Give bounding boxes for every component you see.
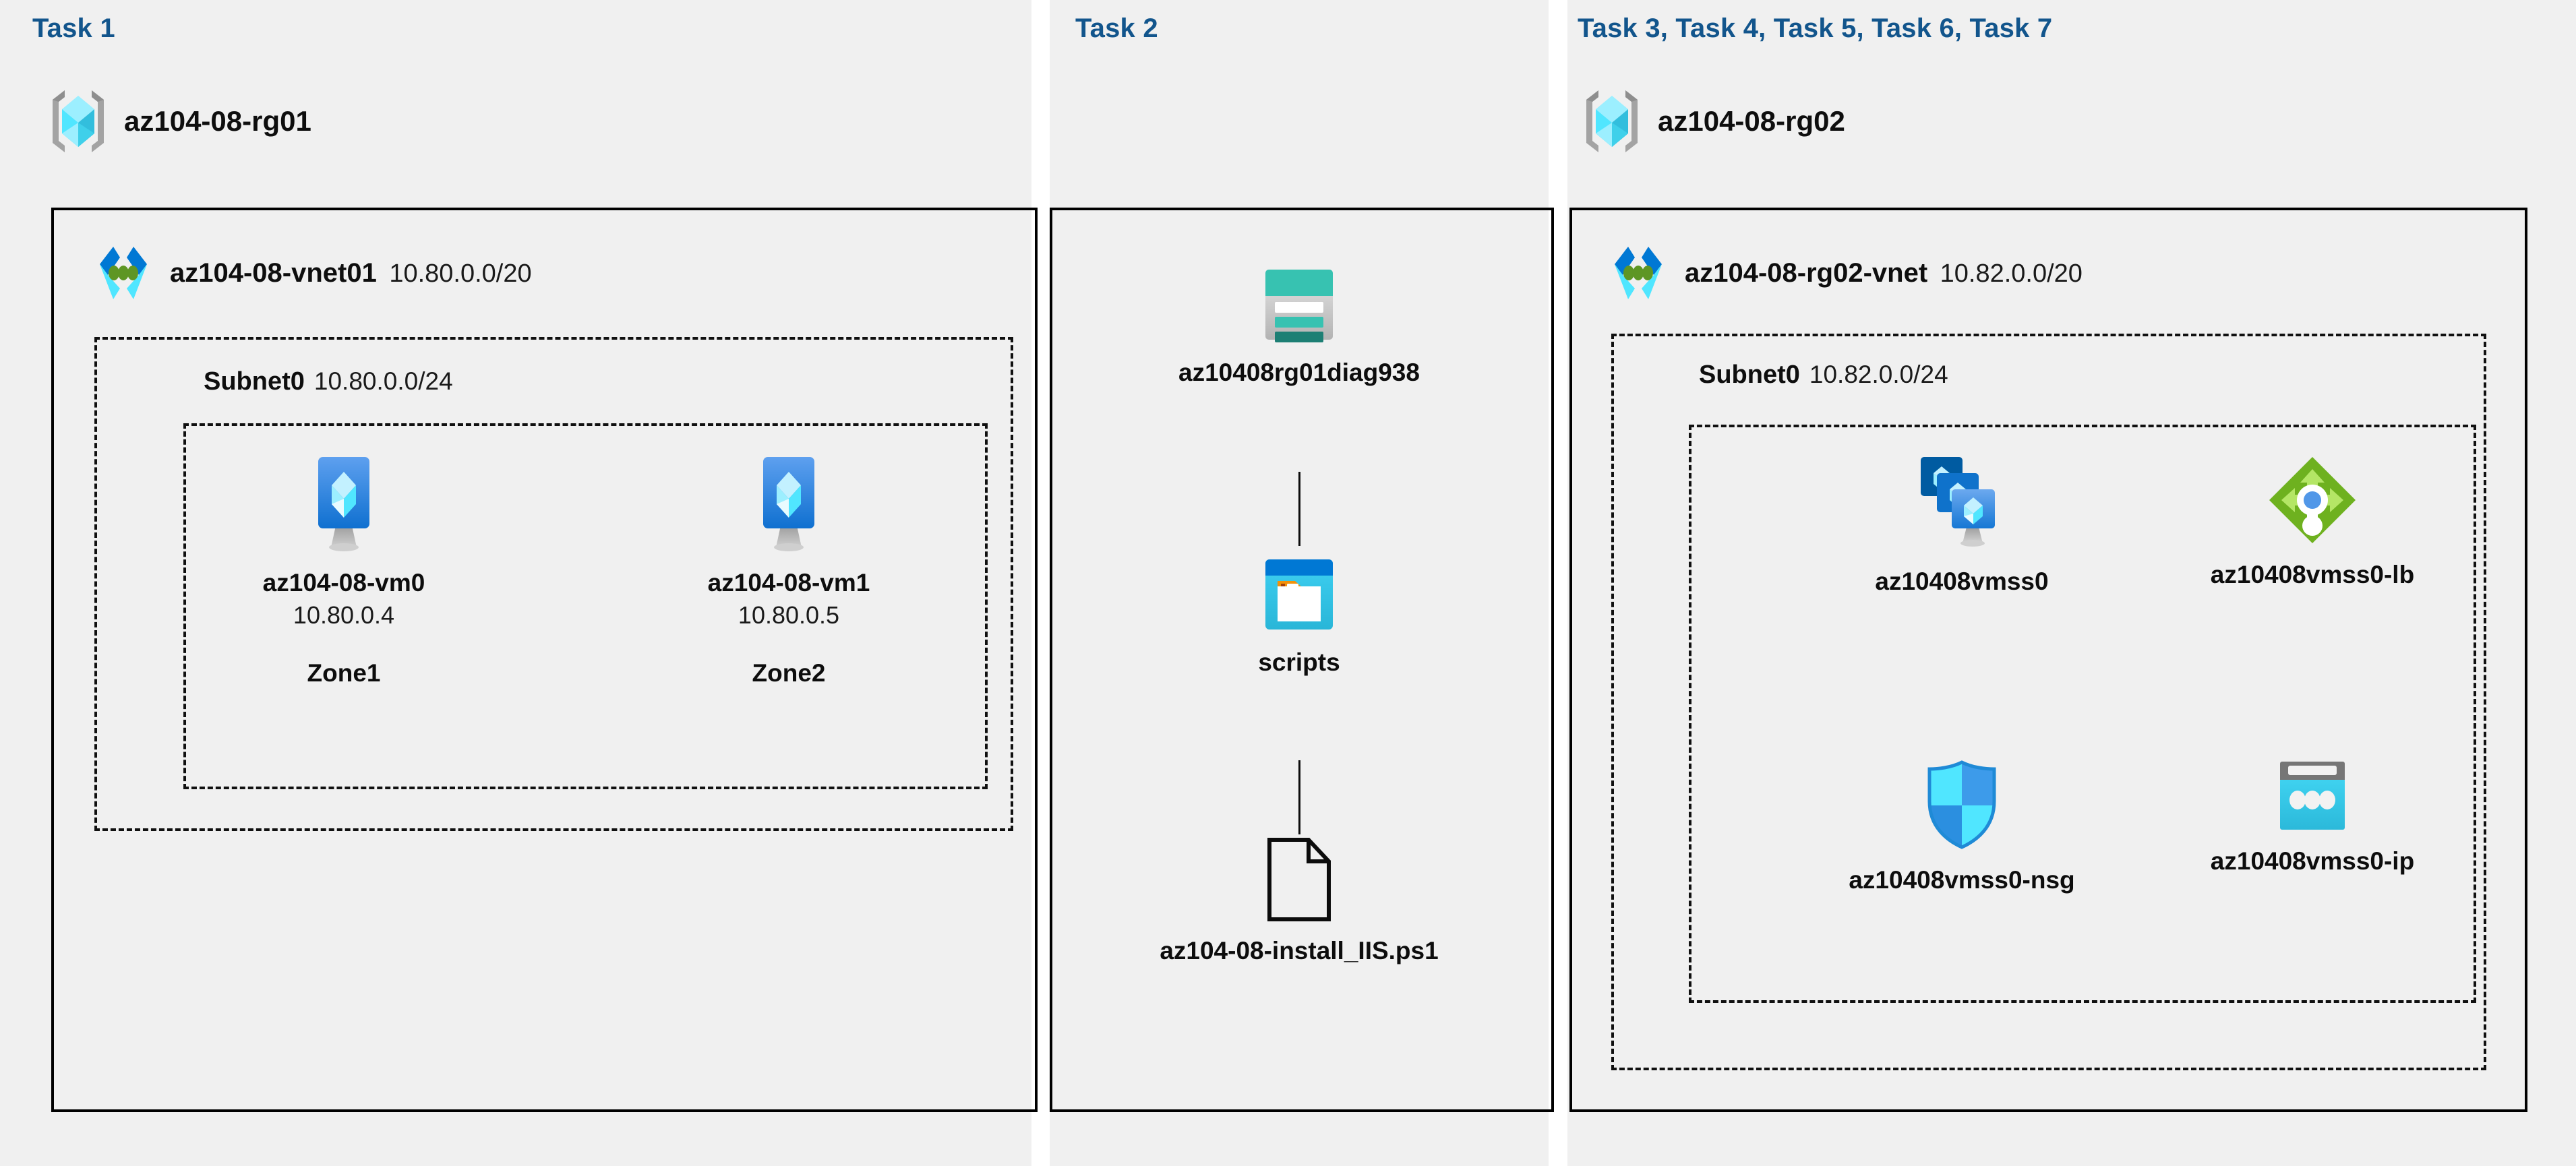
vm-ip: 10.80.0.5 <box>738 601 840 629</box>
vnet01-header: az104-08-vnet01 10.80.0.0/20 <box>93 244 532 302</box>
network-security-group-icon <box>1921 758 2002 853</box>
load-balancer-name: az10408vmss0-lb <box>2210 561 2415 588</box>
file-icon <box>1264 836 1334 923</box>
resource-group-name: az104-08-rg02 <box>1658 105 1845 137</box>
vm-zone: Zone2 <box>752 659 826 687</box>
virtual-machine-icon <box>303 453 384 555</box>
resource-group-icon <box>1581 86 1643 156</box>
vm-node-az104-08-vm0: az104-08-vm0 10.80.0.4 Zone1 <box>263 453 425 687</box>
script-file-name: az104-08-install_IIS.ps1 <box>1160 937 1439 964</box>
subnet-name: Subnet0 <box>204 367 305 396</box>
vm-node-az104-08-vm1: az104-08-vm1 10.80.0.5 Zone2 <box>708 453 870 687</box>
subnet-cidr: 10.82.0.0/24 <box>1809 361 1948 388</box>
vnet-cidr: 10.80.0.0/20 <box>389 259 532 288</box>
vm-scale-set-name: az10408vmss0 <box>1875 567 2049 595</box>
task2-heading: Task 2 <box>1075 13 1158 43</box>
resource-group-name: az104-08-rg01 <box>124 105 311 137</box>
vnet-name: az104-08-vnet01 <box>170 257 377 288</box>
load-balancer-node: az10408vmss0-lb <box>2151 453 2474 589</box>
rg02-vnet-header: az104-08-rg02-vnet 10.82.0.0/20 <box>1608 244 2083 302</box>
subnet-name: Subnet0 <box>1699 361 1800 389</box>
scale-set-resource-group-boundary <box>1689 425 2476 1003</box>
resource-group-icon <box>47 86 109 156</box>
subnet0-caption-rg02vnet: Subnet0 10.82.0.0/24 <box>1699 361 1948 390</box>
blob-container-name: scripts <box>1258 648 1340 676</box>
blob-container-node: scripts <box>1174 554 1424 677</box>
vm-ip: 10.80.0.4 <box>293 601 395 629</box>
vm-scale-set-node: az10408vmss0 <box>1800 453 2124 596</box>
resource-group-rg02: az104-08-rg02 <box>1581 86 1845 156</box>
virtual-machine-icon <box>748 453 829 555</box>
task1-heading: Task 1 <box>32 13 115 43</box>
vnet01-boundary <box>51 208 1038 1112</box>
vm-zone: Zone1 <box>307 659 381 687</box>
panel-task3-to-7 <box>1567 0 2576 1166</box>
subnet0-boundary-rg02vnet <box>1611 334 2486 1070</box>
vm-name: az104-08-vm1 <box>707 569 870 596</box>
vm-name: az104-08-vm0 <box>262 569 425 596</box>
task2-boundary <box>1050 208 1554 1112</box>
subnet-cidr: 10.80.0.0/24 <box>313 367 453 395</box>
rg02-vnet-boundary <box>1569 208 2527 1112</box>
storage-account-name: az10408rg01diag938 <box>1178 359 1420 386</box>
vnet-name: az104-08-rg02-vnet <box>1685 257 1928 288</box>
vnet-cidr: 10.82.0.0/20 <box>1940 259 2083 288</box>
virtual-network-icon <box>1608 244 1669 302</box>
connector-storage-to-container <box>1298 472 1300 546</box>
connector-container-to-file <box>1298 760 1300 834</box>
public-ip-address-name: az10408vmss0-ip <box>2210 847 2415 875</box>
load-balancer-icon <box>2265 453 2360 547</box>
storage-account-node: az10408rg01diag938 <box>1174 264 1424 387</box>
virtual-network-icon <box>93 244 154 302</box>
task3-to-7-heading: Task 3, Task 4, Task 5, Task 6, Task 7 <box>1578 13 2053 43</box>
script-file-node: az104-08-install_IIS.ps1 <box>1160 836 1439 965</box>
network-security-group-node: az10408vmss0-nsg <box>1800 758 2124 894</box>
network-security-group-name: az10408vmss0-nsg <box>1849 866 2075 894</box>
blob-container-icon <box>1259 554 1340 635</box>
public-ip-address-node: az10408vmss0-ip <box>2151 758 2474 876</box>
subnet0-boundary-vnet01 <box>94 337 1013 831</box>
vm-scale-set-icon <box>1911 453 2012 554</box>
storage-account-icon <box>1259 264 1340 345</box>
panel-task1 <box>0 0 1031 1166</box>
subnet0-caption-vnet01: Subnet0 10.80.0.0/24 <box>204 367 453 396</box>
resource-group-rg01: az104-08-rg01 <box>47 86 311 156</box>
public-ip-address-icon <box>2272 758 2353 834</box>
availability-zone-group-boundary <box>183 423 988 789</box>
